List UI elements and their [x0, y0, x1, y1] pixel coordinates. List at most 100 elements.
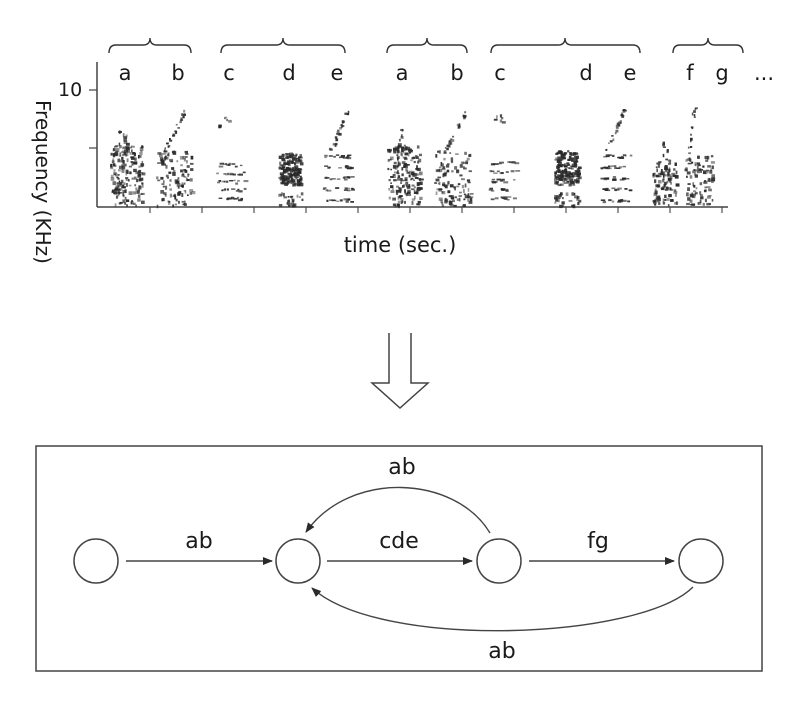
spectrogram-speck [664, 181, 667, 186]
spectrogram-speck [415, 168, 420, 171]
spectrogram-speck [560, 173, 564, 177]
spectrogram-speck [183, 158, 186, 162]
spectrogram-speck [113, 169, 116, 172]
spectrogram-speck [452, 199, 455, 203]
spectrogram-speck [189, 189, 194, 192]
spectrogram-speck [115, 195, 119, 199]
spectrogram-speck [668, 167, 671, 169]
spectrogram-speck [449, 141, 452, 143]
spectrogram-speck [122, 190, 126, 193]
spectrogram-speck [341, 125, 345, 127]
spectrogram-speck [600, 199, 606, 201]
spectrogram-speck [407, 152, 410, 157]
spectrogram-speck [126, 199, 130, 202]
spectrogram-speck [470, 193, 474, 195]
spectrogram-speck [464, 111, 467, 114]
spectrogram-speck [500, 196, 503, 199]
spectrogram-speck [121, 165, 126, 170]
spectrogram-speck [410, 178, 413, 181]
spectrogram-speck [463, 198, 466, 201]
spectrogram-speck [122, 192, 125, 196]
spectrogram: 10 Frequency (KHz) time (sec.) a b c d e… [31, 37, 774, 264]
spectrogram-speck [707, 178, 712, 182]
spectrogram-speck [279, 178, 284, 181]
spectrogram-speck [169, 188, 172, 191]
spectrogram-speck [390, 185, 394, 189]
syllable-letter: b [450, 61, 463, 85]
spectrogram-speck [624, 155, 627, 157]
spectrogram-speck [563, 169, 568, 173]
spectrogram-speck [292, 174, 296, 177]
spectrogram-speck [446, 164, 450, 168]
spectrogram-speck [462, 114, 466, 118]
spectrogram-speck [567, 163, 571, 166]
spectrogram-speck [228, 119, 232, 123]
spectrogram-speck [499, 179, 504, 182]
spectrogram-speck [662, 146, 666, 148]
spectrogram-speck [655, 166, 658, 168]
spectrogram-speck [411, 201, 414, 205]
spectrogram-speck [283, 162, 286, 166]
spectrogram-speck [174, 195, 177, 200]
spectrogram-speck [675, 170, 678, 174]
spectrogram-speck [662, 198, 665, 203]
spectrogram-speck [659, 173, 664, 176]
spectrogram-speck [182, 156, 186, 160]
spectrogram-speck [603, 155, 607, 158]
spectrogram-speck [166, 142, 169, 145]
spectrogram-speck [289, 175, 293, 178]
spectrogram-speck [159, 153, 163, 158]
spectrogram-speck [438, 181, 441, 186]
spectrogram-speck [231, 163, 236, 165]
spectrogram-speck [237, 196, 240, 199]
spectrogram-speck [568, 183, 573, 186]
edge-label: ab [388, 455, 415, 480]
spectrogram-speck [177, 127, 180, 129]
spectrogram-speck [619, 120, 622, 123]
spectrogram-speck [138, 155, 140, 159]
spectrogram-speck [575, 155, 579, 159]
spectrogram-speck [387, 160, 390, 163]
spectrogram-speck [464, 194, 467, 199]
spectrogram-speck [558, 197, 561, 199]
spectrogram-speck [440, 163, 444, 167]
spectrogram-speck [124, 149, 128, 153]
spectrogram-speck [571, 175, 575, 178]
spectrogram-speck [563, 152, 568, 155]
spectrogram-speck [164, 150, 168, 153]
spectrogram-speck [662, 201, 666, 205]
spectrogram-speck [418, 178, 421, 181]
spectrogram-speck [123, 138, 127, 142]
spectrogram-speck [345, 200, 349, 203]
spectrogram-speck [122, 199, 126, 204]
spectrogram-speck [187, 194, 189, 196]
spectrogram-speck [290, 172, 293, 175]
spectrogram-speck [180, 169, 183, 173]
spectrogram-speck [331, 199, 335, 201]
spectrogram-speck [137, 173, 142, 177]
spectrogram-speck [571, 160, 574, 162]
spectrogram-speck [410, 188, 415, 191]
spectrogram-speck [278, 193, 282, 197]
spectrogram-speck [299, 162, 304, 166]
spectrogram-speck [278, 204, 283, 207]
spectrogram-speck [301, 198, 304, 201]
spectrogram-speck [699, 182, 703, 186]
spectrogram-speck [670, 199, 674, 202]
spectrogram-speck [403, 144, 406, 147]
spectrogram-speck [294, 159, 298, 162]
spectrogram-speck [218, 197, 223, 199]
spectrogram-speck [286, 203, 289, 205]
spectrogram-speck [687, 187, 690, 191]
spectrogram-speck [447, 180, 450, 184]
spectrogram-speck [174, 203, 177, 206]
spectrogram-speck [388, 150, 391, 154]
spectrogram-speck [446, 148, 449, 151]
spectrogram-speck [443, 184, 446, 188]
spectrogram-speck [491, 181, 497, 184]
spectrogram-speck [569, 172, 574, 176]
spectrogram-speck [169, 179, 172, 182]
spectrogram-speck [710, 161, 715, 164]
spectrogram-speck [119, 145, 122, 149]
spectrogram-speck [162, 180, 165, 184]
